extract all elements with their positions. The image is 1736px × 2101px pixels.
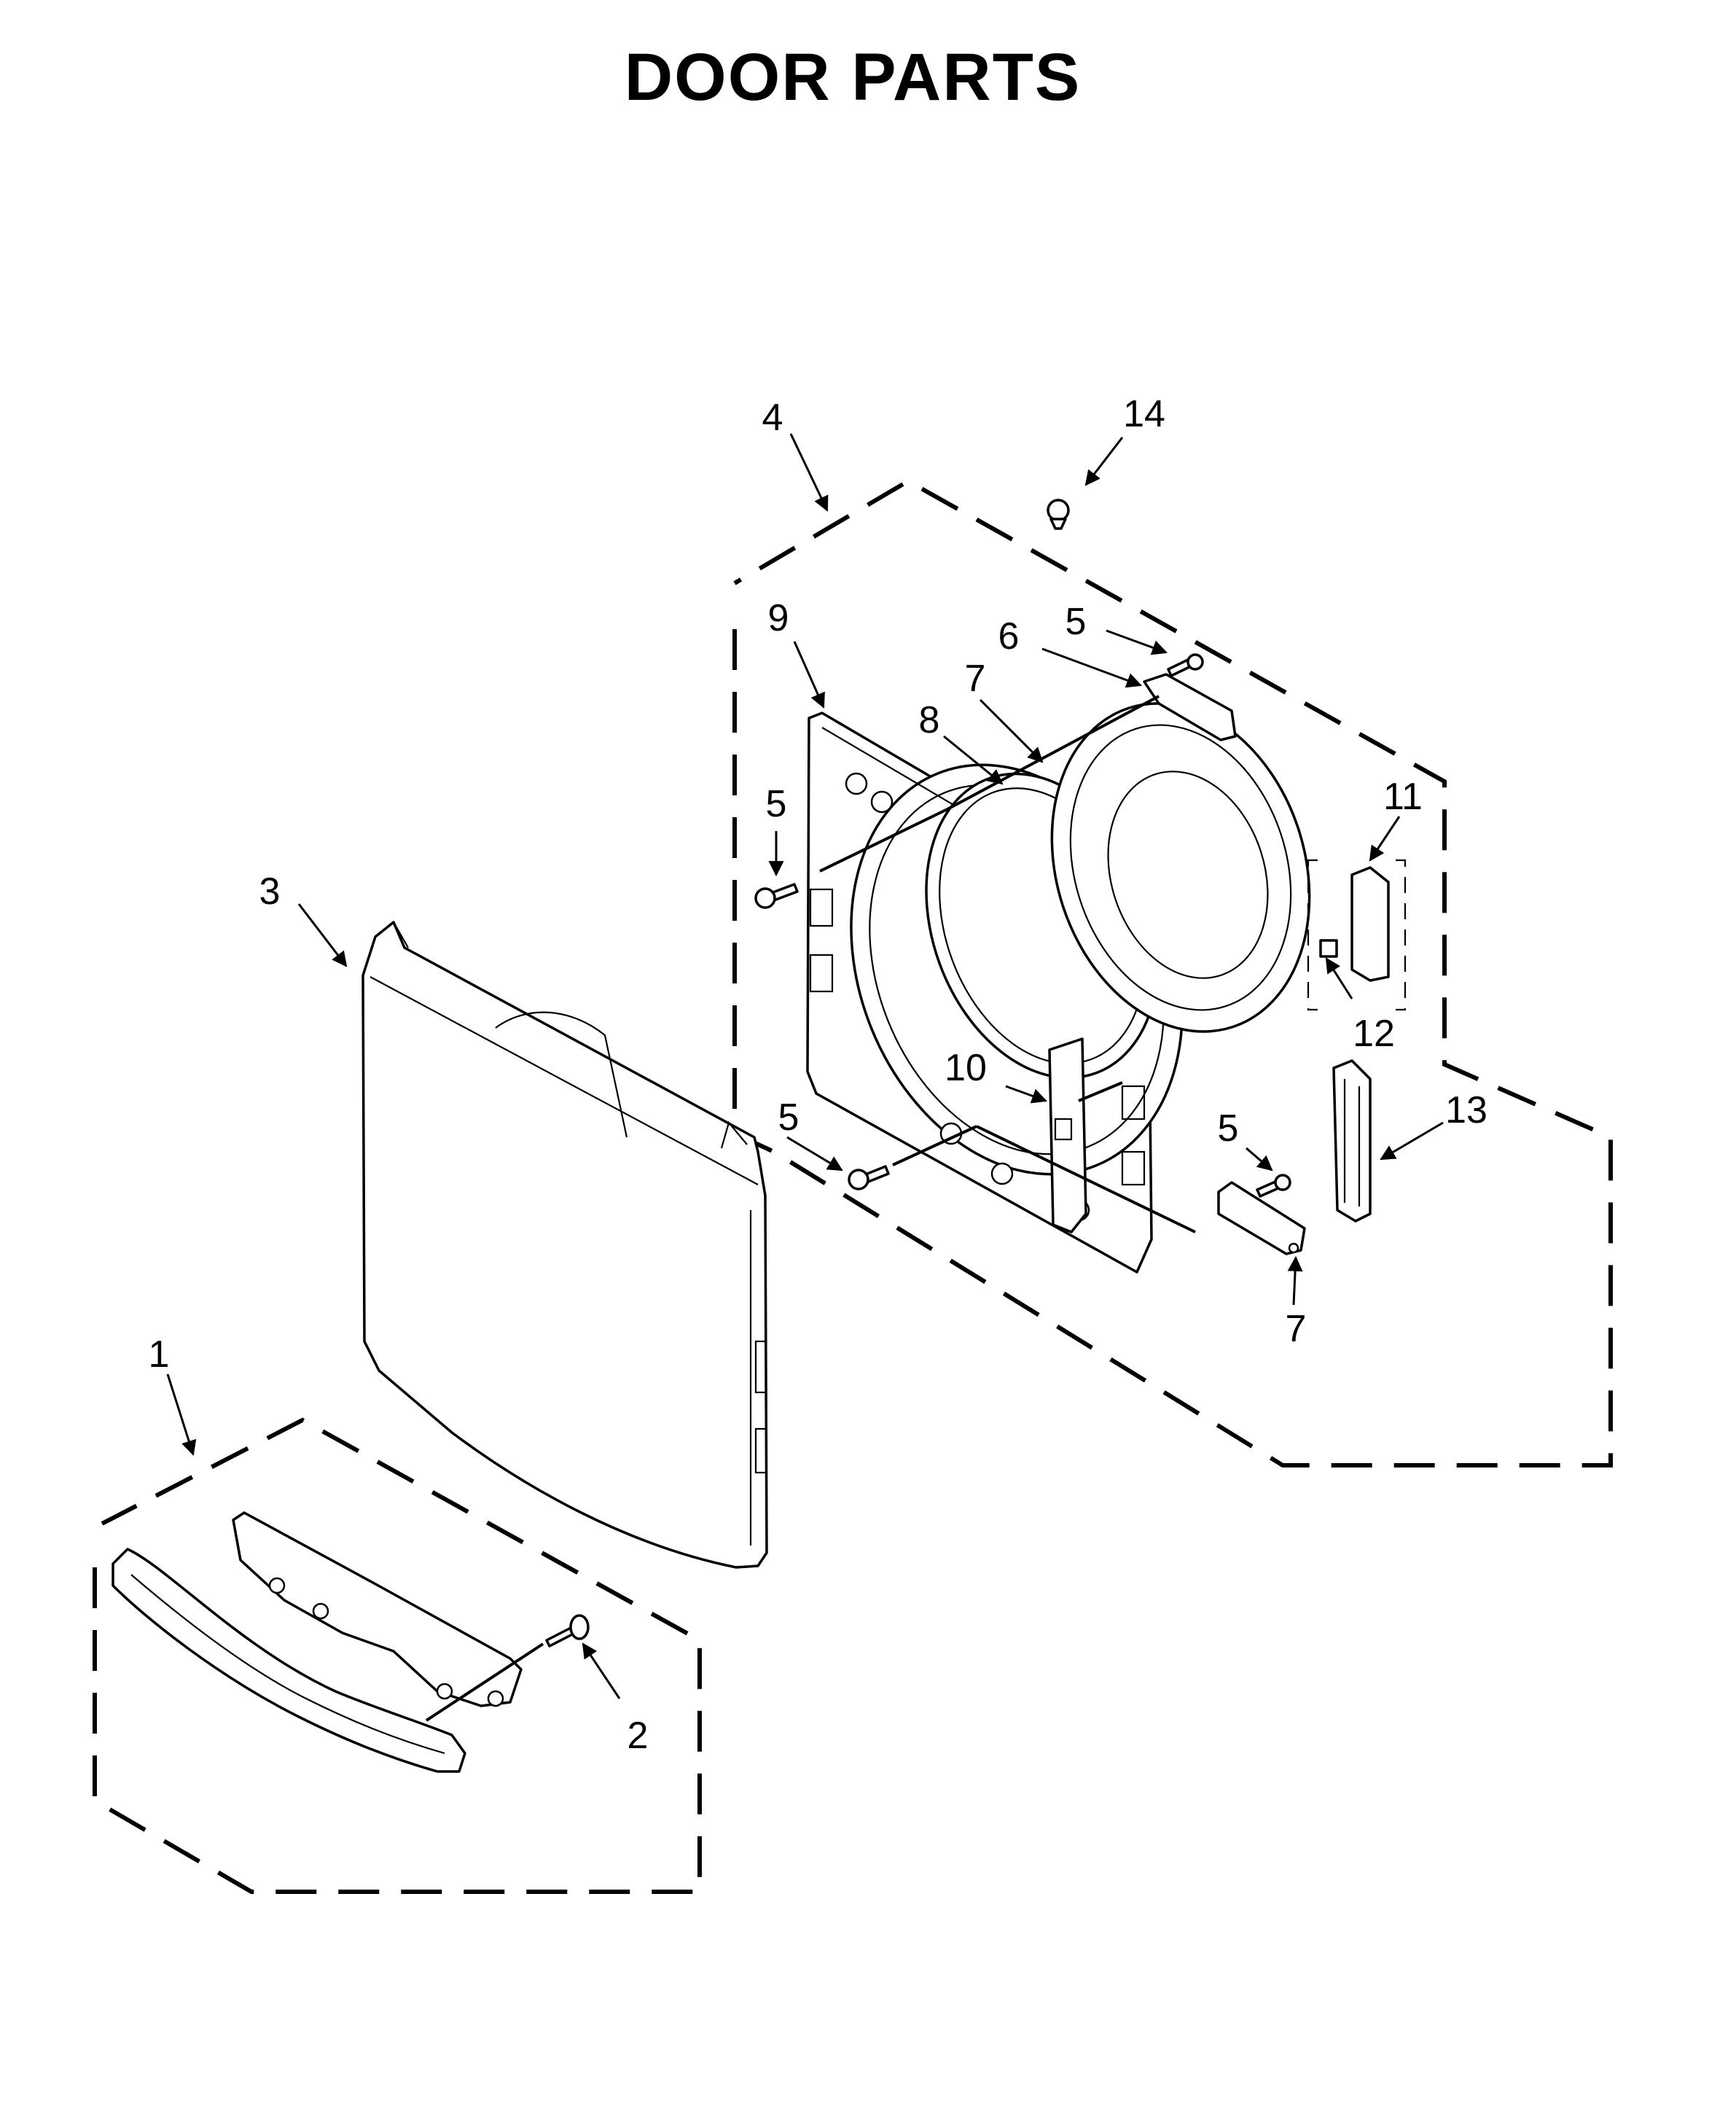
latch-bracket <box>1332 1059 1372 1223</box>
callout-label: 13 <box>1445 1089 1487 1131</box>
assembly-line-top <box>947 695 1160 811</box>
handle-bracket <box>232 1511 523 1707</box>
callout-label: 5 <box>766 783 787 825</box>
callout-label: 10 <box>945 1047 987 1089</box>
callout-label: 8 <box>919 699 940 741</box>
hinge-bracket <box>1048 1037 1087 1233</box>
upper-hinge <box>1143 673 1237 741</box>
callout-label: 11 <box>1383 776 1423 818</box>
callout-label: 3 <box>259 870 281 913</box>
callout-label: 2 <box>627 1715 649 1757</box>
callout-label: 12 <box>1353 1013 1395 1055</box>
callout-label: 5 <box>1066 601 1087 643</box>
page-title: DOOR PARTS <box>625 40 1082 114</box>
callout-label: 7 <box>1286 1308 1307 1350</box>
assembly-line-lower-left <box>892 1125 977 1166</box>
assembly-line-handle <box>425 1642 544 1722</box>
screw-lower-right <box>1256 1174 1291 1198</box>
group-boundary-door-assembly <box>732 478 1613 1467</box>
door-glass <box>1050 702 1311 1033</box>
assembly-line-left <box>819 808 948 873</box>
group-boundary-handle-assembly <box>93 1417 702 1894</box>
lower-hinge <box>1217 1181 1306 1255</box>
screw-left <box>754 883 799 909</box>
assembly-line-bracket <box>1078 1081 1123 1102</box>
assembly-line-lower-right <box>976 1125 1196 1233</box>
callout-label: 4 <box>762 397 783 439</box>
callout-leaders <box>166 433 1444 1699</box>
screw-lower-left <box>848 1165 890 1190</box>
callout-label: 9 <box>768 597 789 639</box>
callout-label: 1 <box>149 1333 170 1376</box>
callout-label: 5 <box>1218 1107 1239 1150</box>
callout-label: 5 <box>778 1096 799 1139</box>
callout-label: 7 <box>965 658 986 700</box>
handle-screw <box>545 1614 590 1648</box>
door-latch-group <box>1307 859 1407 1011</box>
callout-label: 14 <box>1123 393 1165 435</box>
callout-label: 6 <box>998 615 1020 658</box>
door-handle <box>112 1548 466 1773</box>
door-plug <box>1047 499 1070 530</box>
screw-upper-right <box>1167 653 1204 677</box>
outer-door-panel <box>361 921 768 1569</box>
